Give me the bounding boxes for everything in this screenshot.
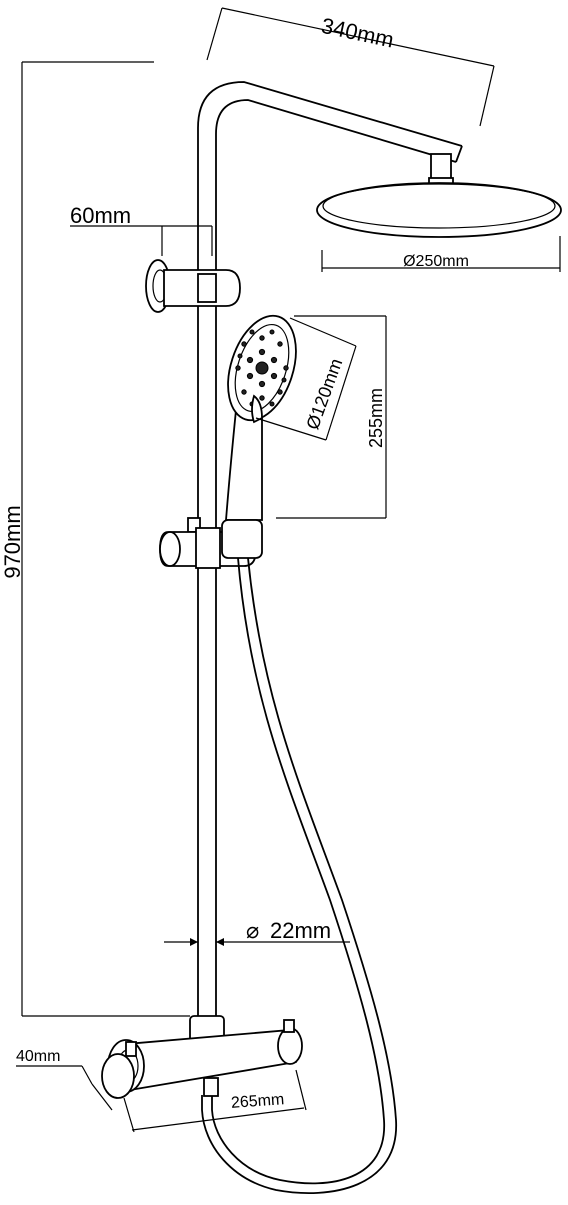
dimension-mixer-width: 265mm bbox=[123, 1069, 307, 1133]
mixer-width-label: 265mm bbox=[230, 1091, 284, 1112]
hand-diameter-label: Ø120mm bbox=[302, 356, 346, 432]
pipe-diameter-prefix: ⌀ bbox=[246, 918, 259, 943]
riser-pipe bbox=[197, 81, 463, 1020]
dimension-bracket-offset: 60mm bbox=[70, 203, 213, 256]
dimension-mixer-wall: 40mm bbox=[16, 1048, 113, 1111]
head-diameter-label: Ø250mm bbox=[403, 253, 469, 270]
slider-holder bbox=[159, 517, 263, 569]
dimension-hand-length: 255mm bbox=[276, 315, 387, 519]
dimension-arm-length: 340mm bbox=[206, 7, 495, 127]
shower-head bbox=[316, 153, 562, 238]
spray-nozzles bbox=[235, 329, 289, 407]
dimension-total-height: 970mm bbox=[0, 61, 190, 1017]
dimension-head-diameter: Ø250mm bbox=[321, 236, 561, 272]
hand-shower bbox=[225, 314, 297, 521]
mixer-wall-label: 40mm bbox=[16, 1048, 60, 1065]
shower-hose bbox=[201, 557, 397, 1194]
pipe-diameter-label: 22mm bbox=[270, 918, 331, 943]
hand-length-label: 255mm bbox=[366, 388, 386, 448]
wall-bracket-top bbox=[145, 259, 241, 313]
total-height-label: 970mm bbox=[0, 505, 25, 578]
thermostatic-mixer bbox=[101, 1015, 303, 1099]
dimension-pipe-diameter: ⌀ 22mm bbox=[164, 918, 350, 946]
arm-length-label: 340mm bbox=[319, 13, 396, 53]
bracket-offset-label: 60mm bbox=[70, 203, 131, 228]
